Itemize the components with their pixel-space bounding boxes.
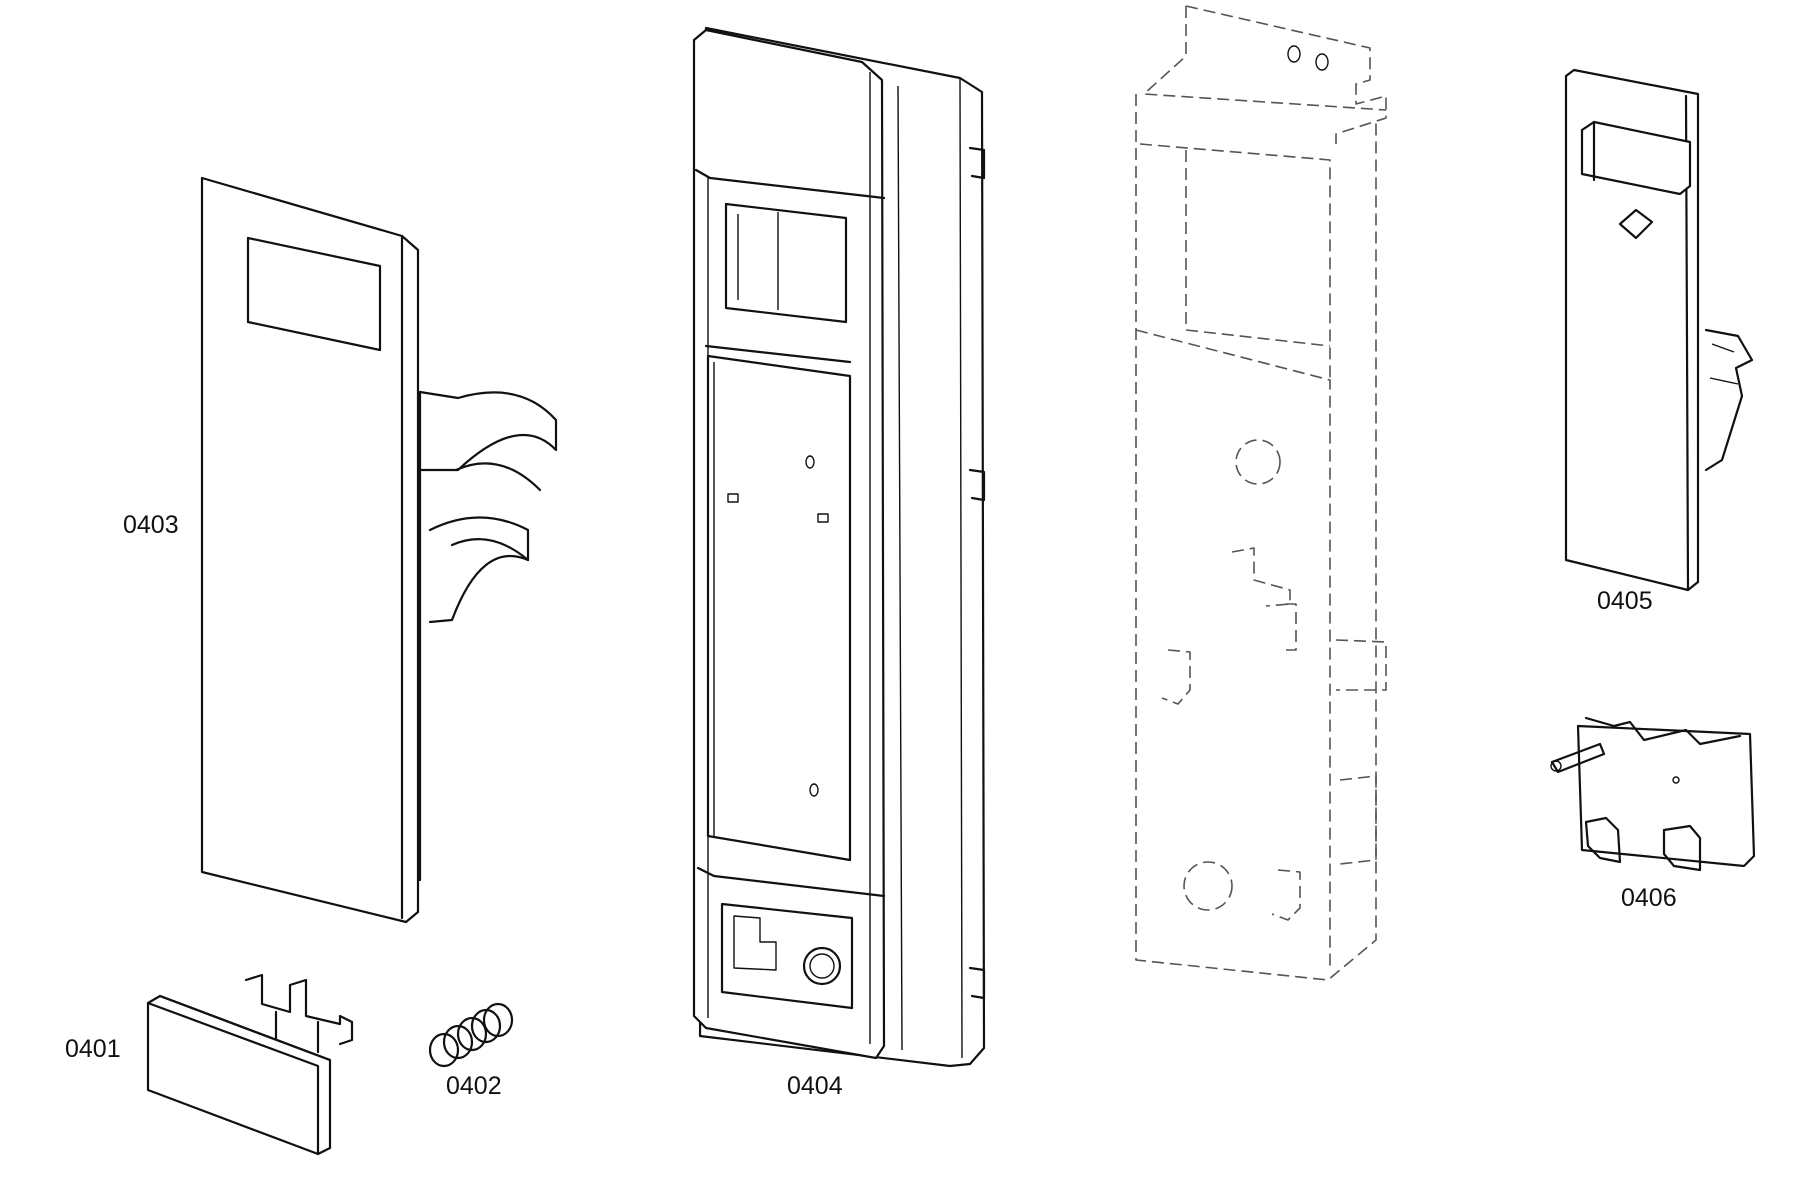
part-0406-drawing [1550,716,1756,872]
label-0401: 0401 [65,1035,121,1063]
part-0403-drawing [200,176,558,924]
label-0404: 0404 [787,1072,843,1100]
part-0401-drawing [146,973,354,1156]
label-0403: 0403 [123,511,179,539]
chassis-outline-drawing [1135,5,1387,981]
label-0402: 0402 [446,1072,502,1100]
part-0405-drawing [1564,68,1754,592]
label-0405: 0405 [1597,587,1653,615]
part-0404-drawing [692,26,986,1068]
part-0402-drawing [428,1002,514,1068]
label-0406: 0406 [1621,884,1677,912]
